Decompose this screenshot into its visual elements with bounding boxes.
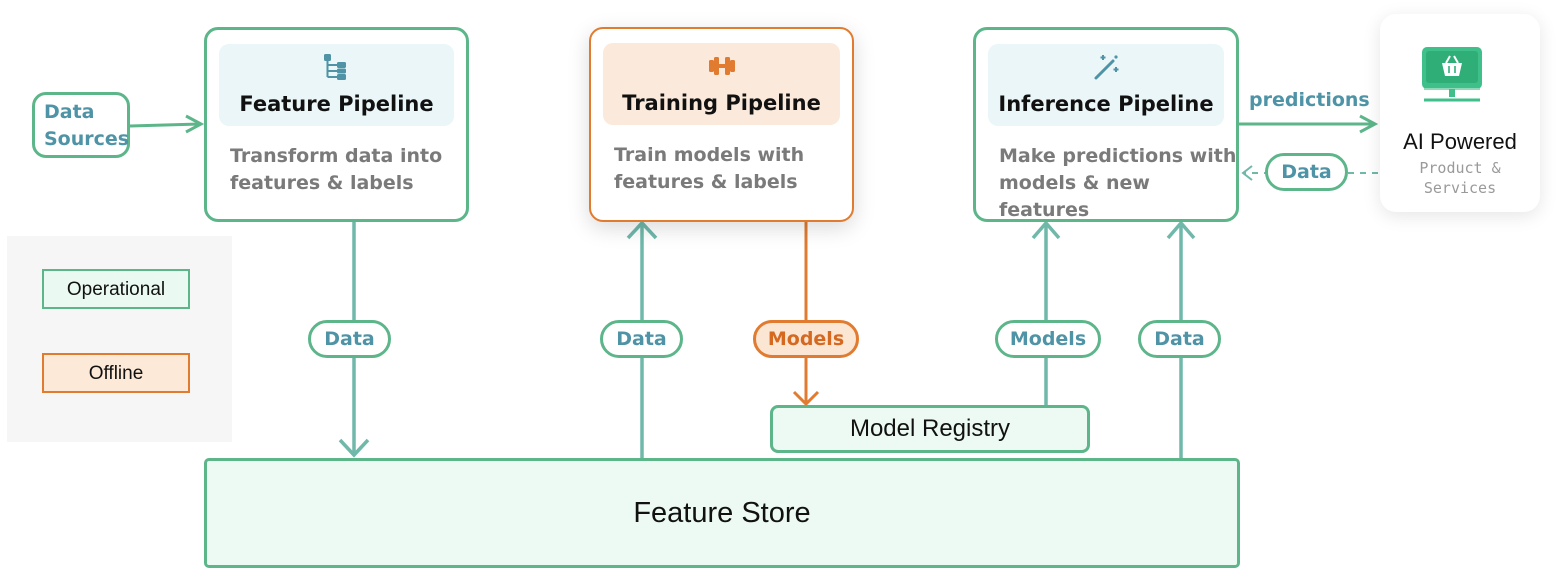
inference-pipeline-description: Make predictions with models & new featu… [999,143,1244,224]
training-pipeline-desc-line2: features & labels [614,171,798,193]
ai-product-sub-line2: Services [1423,179,1497,197]
training-pipeline-node: Training Pipeline Train models with feat… [589,27,854,222]
training-pipeline-description: Train models with features & labels [614,142,859,196]
data-sources-line2: Sources [44,128,130,150]
dumbbell-icon [708,57,735,75]
monitor-basket-icon [1422,47,1482,102]
data-sources-line1: Data [44,101,95,123]
training-pipeline-desc-line1: Train models with [614,144,805,166]
edge-registry-to-inference [1031,220,1061,405]
ai-product-title: AI Powered [1403,129,1517,154]
tree-structure-icon [323,54,346,80]
legend-offline: Offline [42,353,190,393]
feature-store-node: Feature Store [204,458,1240,568]
ai-product-subtitle: Product & Services [1380,158,1540,198]
legend: Operational Offline [7,236,232,442]
inference-pipeline-header: Inference Pipeline [988,44,1224,126]
edge-label-feature-data: Data [308,320,391,358]
training-pipeline-title: Training Pipeline [622,91,821,115]
edge-label-inference-data: Data [1138,320,1221,358]
edge-sources-to-feature [129,114,205,134]
model-registry-node: Model Registry [770,405,1090,453]
edge-label-training-data: Data [600,320,683,358]
legend-operational: Operational [42,269,190,309]
inference-pipeline-desc-line2: models & new features [999,172,1150,221]
edge-label-predictions: predictions [1249,89,1370,111]
data-sources-node: Data Sources [32,92,130,158]
inference-pipeline-node: Inference Pipeline Make predictions with… [973,27,1239,222]
edge-label-training-models: Models [753,320,859,358]
feature-pipeline-desc-line1: Transform data into [230,145,443,167]
feature-pipeline-node: Feature Pipeline Transform data into fea… [204,27,469,222]
training-pipeline-header: Training Pipeline [603,43,840,125]
edge-ai-to-inference-arrowhead [1241,165,1253,181]
feature-pipeline-description: Transform data into features & labels [230,143,475,197]
inference-pipeline-title: Inference Pipeline [998,92,1214,116]
edge-label-inference-models: Models [995,320,1101,358]
feature-pipeline-desc-line2: features & labels [230,172,414,194]
feature-pipeline-title: Feature Pipeline [239,92,434,116]
edge-label-ai-data: Data [1265,153,1348,191]
ai-product-node: AI Powered Product & Services [1380,14,1540,212]
ai-product-sub-line1: Product & [1419,159,1501,177]
inference-pipeline-desc-line1: Make predictions with [999,145,1237,167]
edge-inference-to-ai [1239,114,1379,134]
feature-pipeline-header: Feature Pipeline [219,44,454,126]
magic-wand-icon [1094,55,1119,80]
edge-training-to-registry [792,222,820,407]
